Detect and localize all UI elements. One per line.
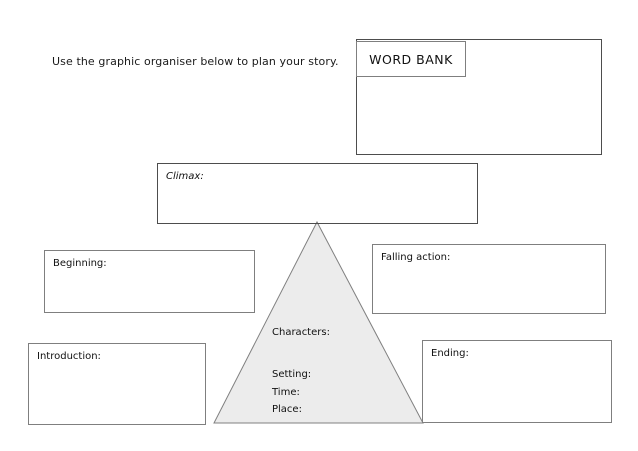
time-label: Time: bbox=[272, 387, 300, 398]
ending-label: Ending: bbox=[431, 348, 469, 359]
falling-action-label: Falling action: bbox=[381, 252, 451, 263]
word-bank-area[interactable] bbox=[356, 39, 602, 155]
beginning-box[interactable]: Beginning: bbox=[44, 250, 255, 313]
instruction-text: Use the graphic organiser below to plan … bbox=[52, 55, 339, 68]
word-bank-title: WORD BANK bbox=[369, 51, 453, 67]
setting-label: Setting: bbox=[272, 369, 312, 380]
word-bank-title-box: WORD BANK bbox=[356, 41, 466, 77]
introduction-box[interactable]: Introduction: bbox=[28, 343, 206, 425]
place-label: Place: bbox=[272, 404, 302, 415]
climax-box[interactable]: Climax: bbox=[157, 163, 478, 224]
introduction-label: Introduction: bbox=[37, 351, 101, 362]
ending-box[interactable]: Ending: bbox=[422, 340, 612, 423]
beginning-label: Beginning: bbox=[53, 258, 107, 269]
characters-label: Characters: bbox=[272, 327, 330, 338]
falling-action-box[interactable]: Falling action: bbox=[372, 244, 606, 314]
story-mountain-triangle bbox=[213, 220, 424, 424]
climax-label: Climax: bbox=[166, 171, 204, 182]
